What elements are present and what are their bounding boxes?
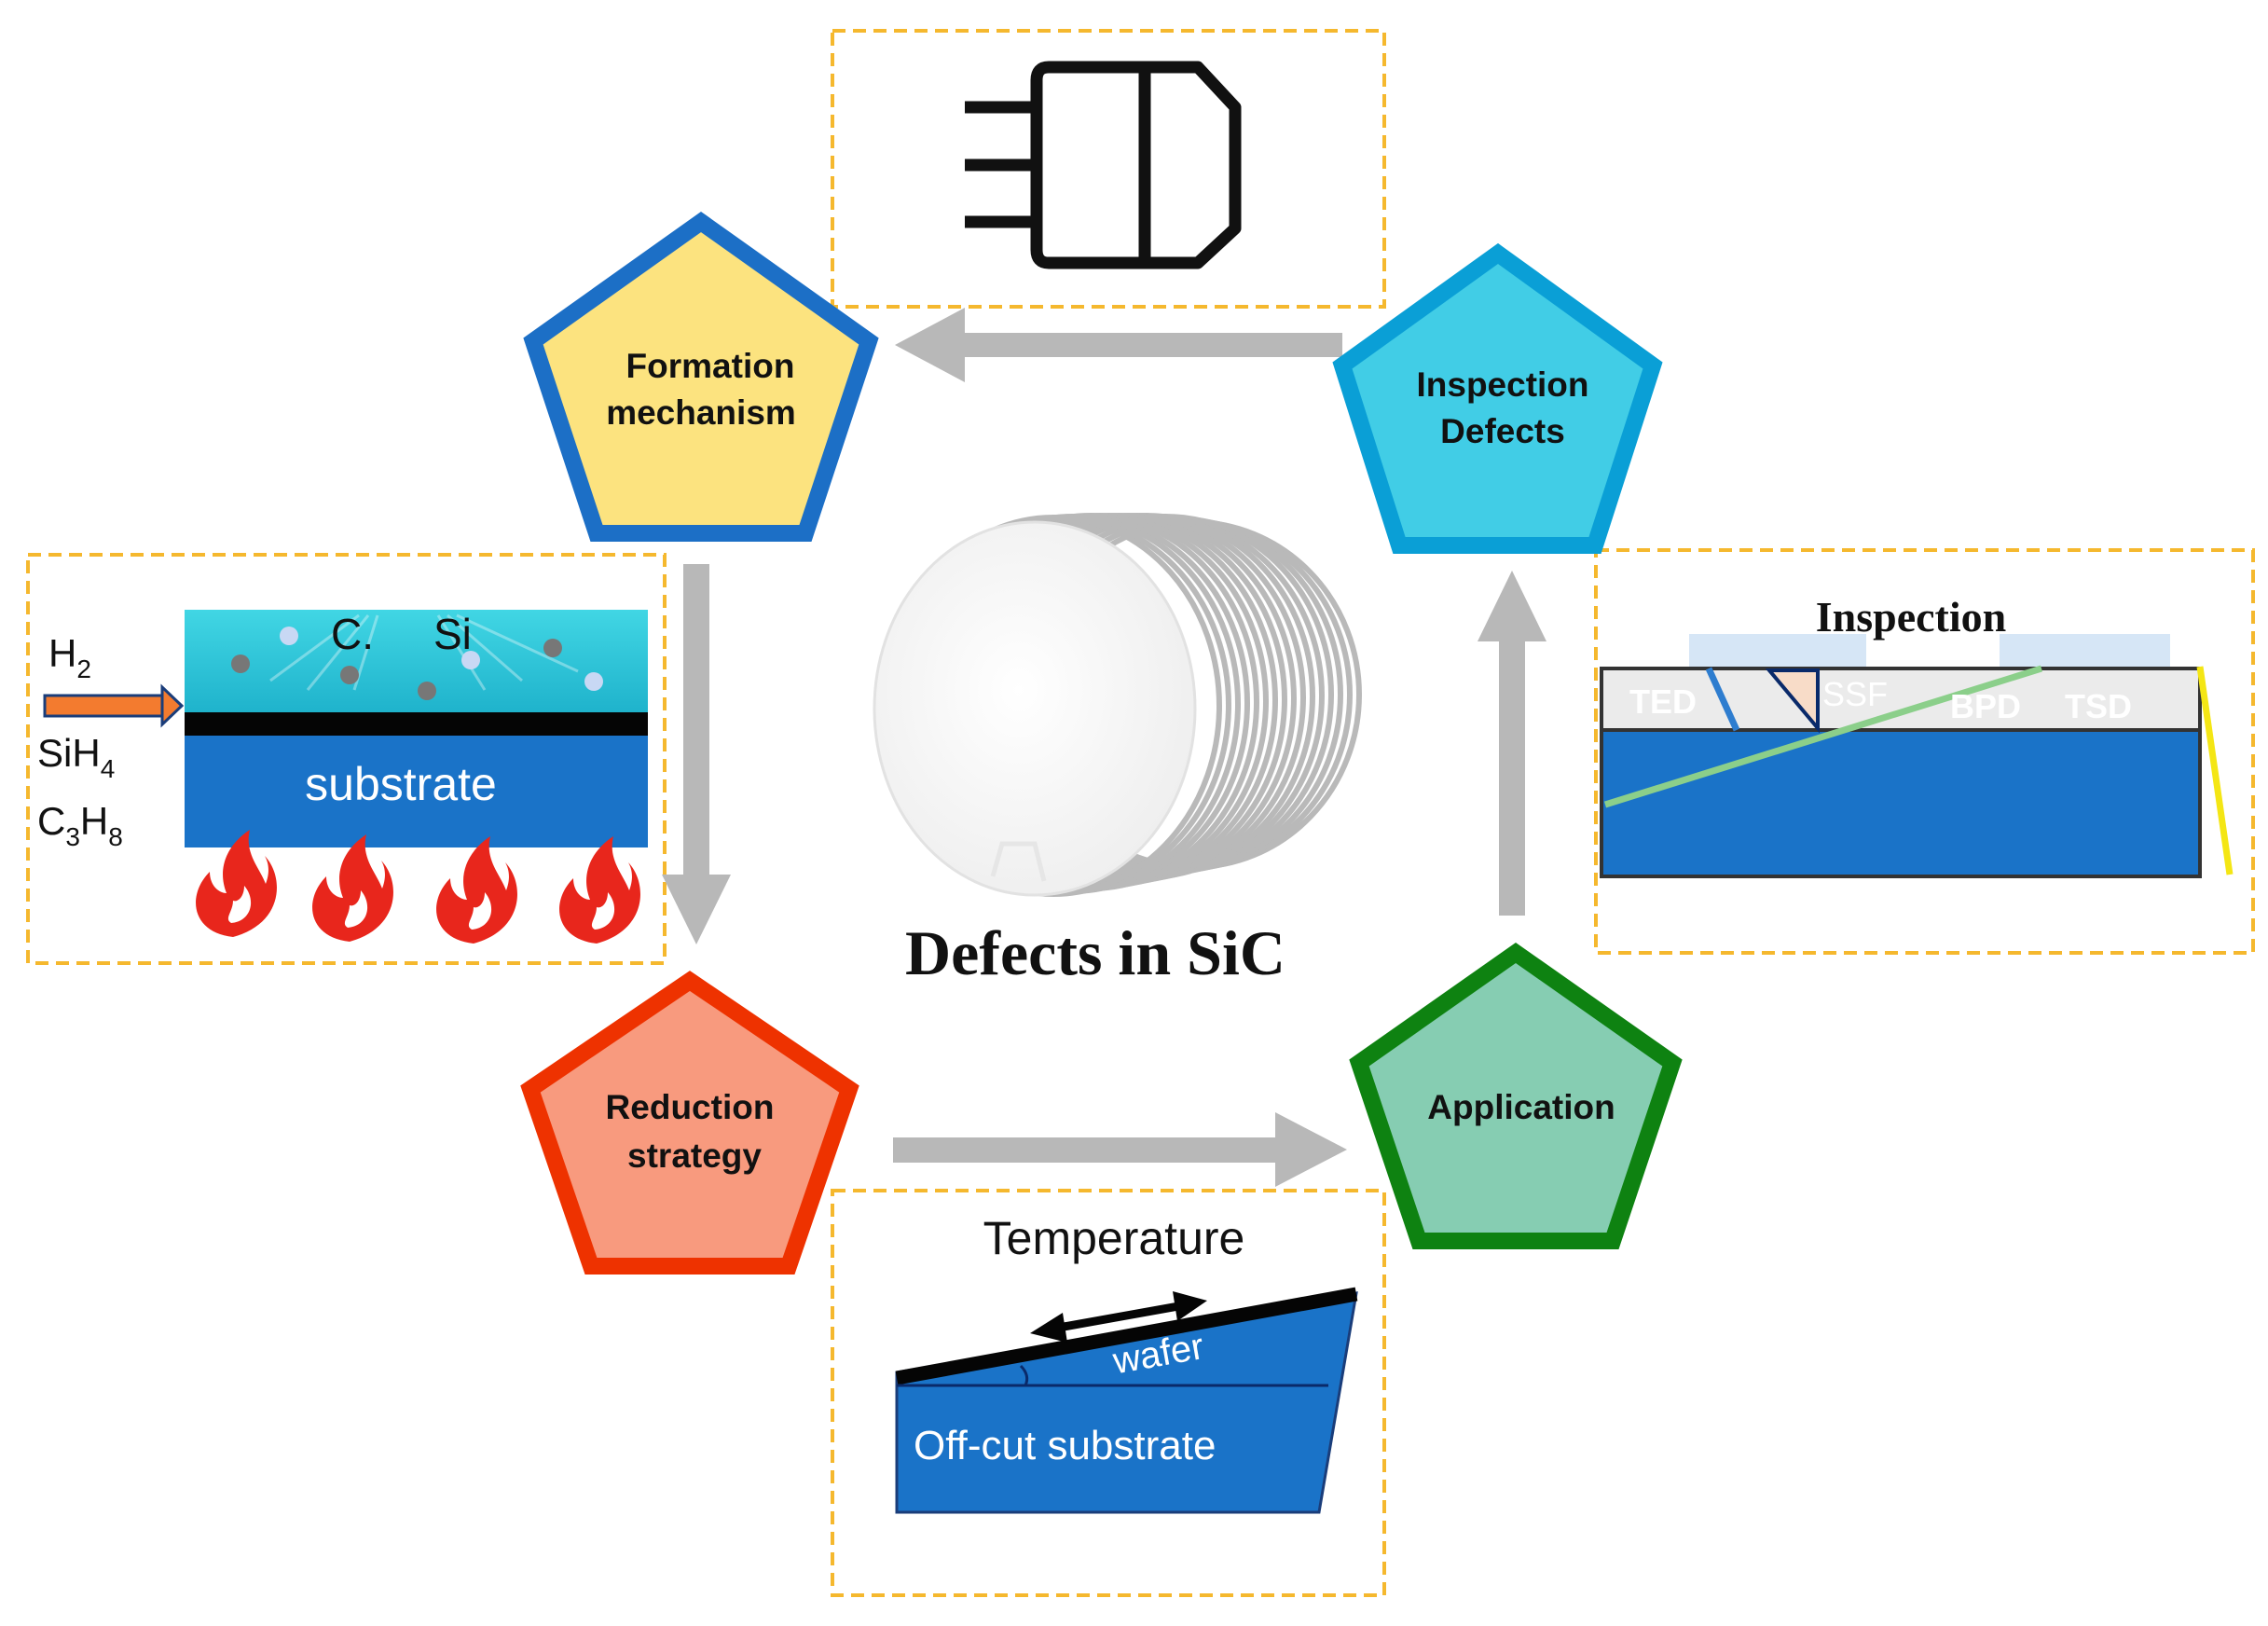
node-reduction: Reduction strategy	[520, 971, 859, 1275]
inspection-pentagon	[1332, 242, 1663, 554]
atoms	[231, 627, 603, 700]
inspection-panel-title: Inspection	[1816, 593, 2006, 641]
application-pentagon	[1349, 943, 1683, 1249]
front-wafer	[873, 520, 1197, 897]
reduction-panel-title: Temperature	[983, 1212, 1245, 1264]
defect-tsd-label: TSD	[2065, 687, 2132, 725]
flame-icon	[312, 834, 393, 942]
step-flow-arrow	[1030, 1291, 1207, 1343]
reduction-label-line1: Reduction	[606, 1088, 775, 1126]
heater-flames	[196, 830, 640, 944]
node-application: Application	[1349, 943, 1683, 1249]
reduction-label-line2: strategy	[627, 1137, 762, 1175]
arrow-reduction-to-application	[893, 1112, 1347, 1187]
reduction-pentagon	[520, 971, 859, 1275]
arrow-application-to-inspection	[1478, 571, 1546, 916]
gas-c3h8-label: C3H8	[37, 799, 123, 851]
inspection-illustration: Inspection TED SSF BPD TSD	[1600, 593, 2234, 878]
offcut-substrate-block	[895, 1291, 1358, 1514]
offcut-substrate-label: Off-cut substrate	[914, 1423, 1216, 1468]
probe-block-right	[2000, 634, 2170, 669]
wafer-layer	[895, 1287, 1358, 1385]
epi-layer	[185, 610, 648, 712]
epitaxy-panel	[26, 553, 667, 965]
gas-h2-label: H2	[48, 631, 91, 683]
center-title: Defects in SiC	[905, 917, 1285, 988]
arrow-inspection-to-formation	[895, 308, 1342, 382]
epi-layer-cross-section	[1600, 667, 2202, 732]
cycle-arrows	[662, 308, 1546, 1187]
node-formation: Formation mechanism	[523, 211, 879, 542]
atom-si-label: Si	[433, 610, 472, 658]
defect-bpd-label: BPD	[1950, 687, 2021, 725]
substrate-cross-section	[1600, 728, 2202, 878]
offcut-angle-arc	[1019, 1364, 1029, 1386]
flame-icon	[559, 836, 640, 944]
application-label: Application	[1427, 1088, 1615, 1126]
defect-ssf-label: SSF	[1822, 675, 1888, 713]
reduction-panel	[831, 1189, 1386, 1597]
wafer-stack-icon	[873, 513, 1362, 897]
node-inspection: Inspection Defects	[1332, 242, 1663, 554]
probe-block-left	[1689, 634, 1866, 669]
gas-sih4-label: SiH4	[37, 731, 115, 783]
inspection-label-line1: Inspection	[1416, 365, 1588, 404]
formation-pentagon	[523, 211, 879, 542]
atom-c-label: C.	[331, 610, 374, 658]
epitaxy-substrate-label: substrate	[305, 758, 497, 810]
epi-interface	[185, 712, 648, 736]
flame-icon	[436, 836, 517, 944]
epitaxy-illustration: C. Si substrate H2 SiH4 C3H8	[37, 610, 648, 944]
bpd-line	[1603, 665, 2043, 808]
inspection-label-line2: Defects	[1440, 412, 1565, 450]
reduction-illustration: Temperature wafer Off-cut substrate	[895, 1212, 1358, 1514]
epi-substrate	[185, 736, 648, 847]
formation-label-line2: mechanism	[606, 393, 796, 432]
device-chip-icon	[965, 61, 1242, 269]
flame-icon	[196, 830, 277, 937]
gas-inlet-arrow	[43, 683, 185, 728]
tsd-line	[2196, 666, 2234, 875]
formation-label-line1: Formation	[626, 347, 795, 385]
device-panel	[831, 29, 1386, 309]
inspection-panel	[1594, 548, 2255, 955]
ssf-triangle	[1765, 668, 1820, 734]
ted-line	[1705, 667, 1740, 732]
defect-ted-label: TED	[1629, 682, 1697, 721]
arrow-formation-to-reduction	[662, 564, 731, 944]
